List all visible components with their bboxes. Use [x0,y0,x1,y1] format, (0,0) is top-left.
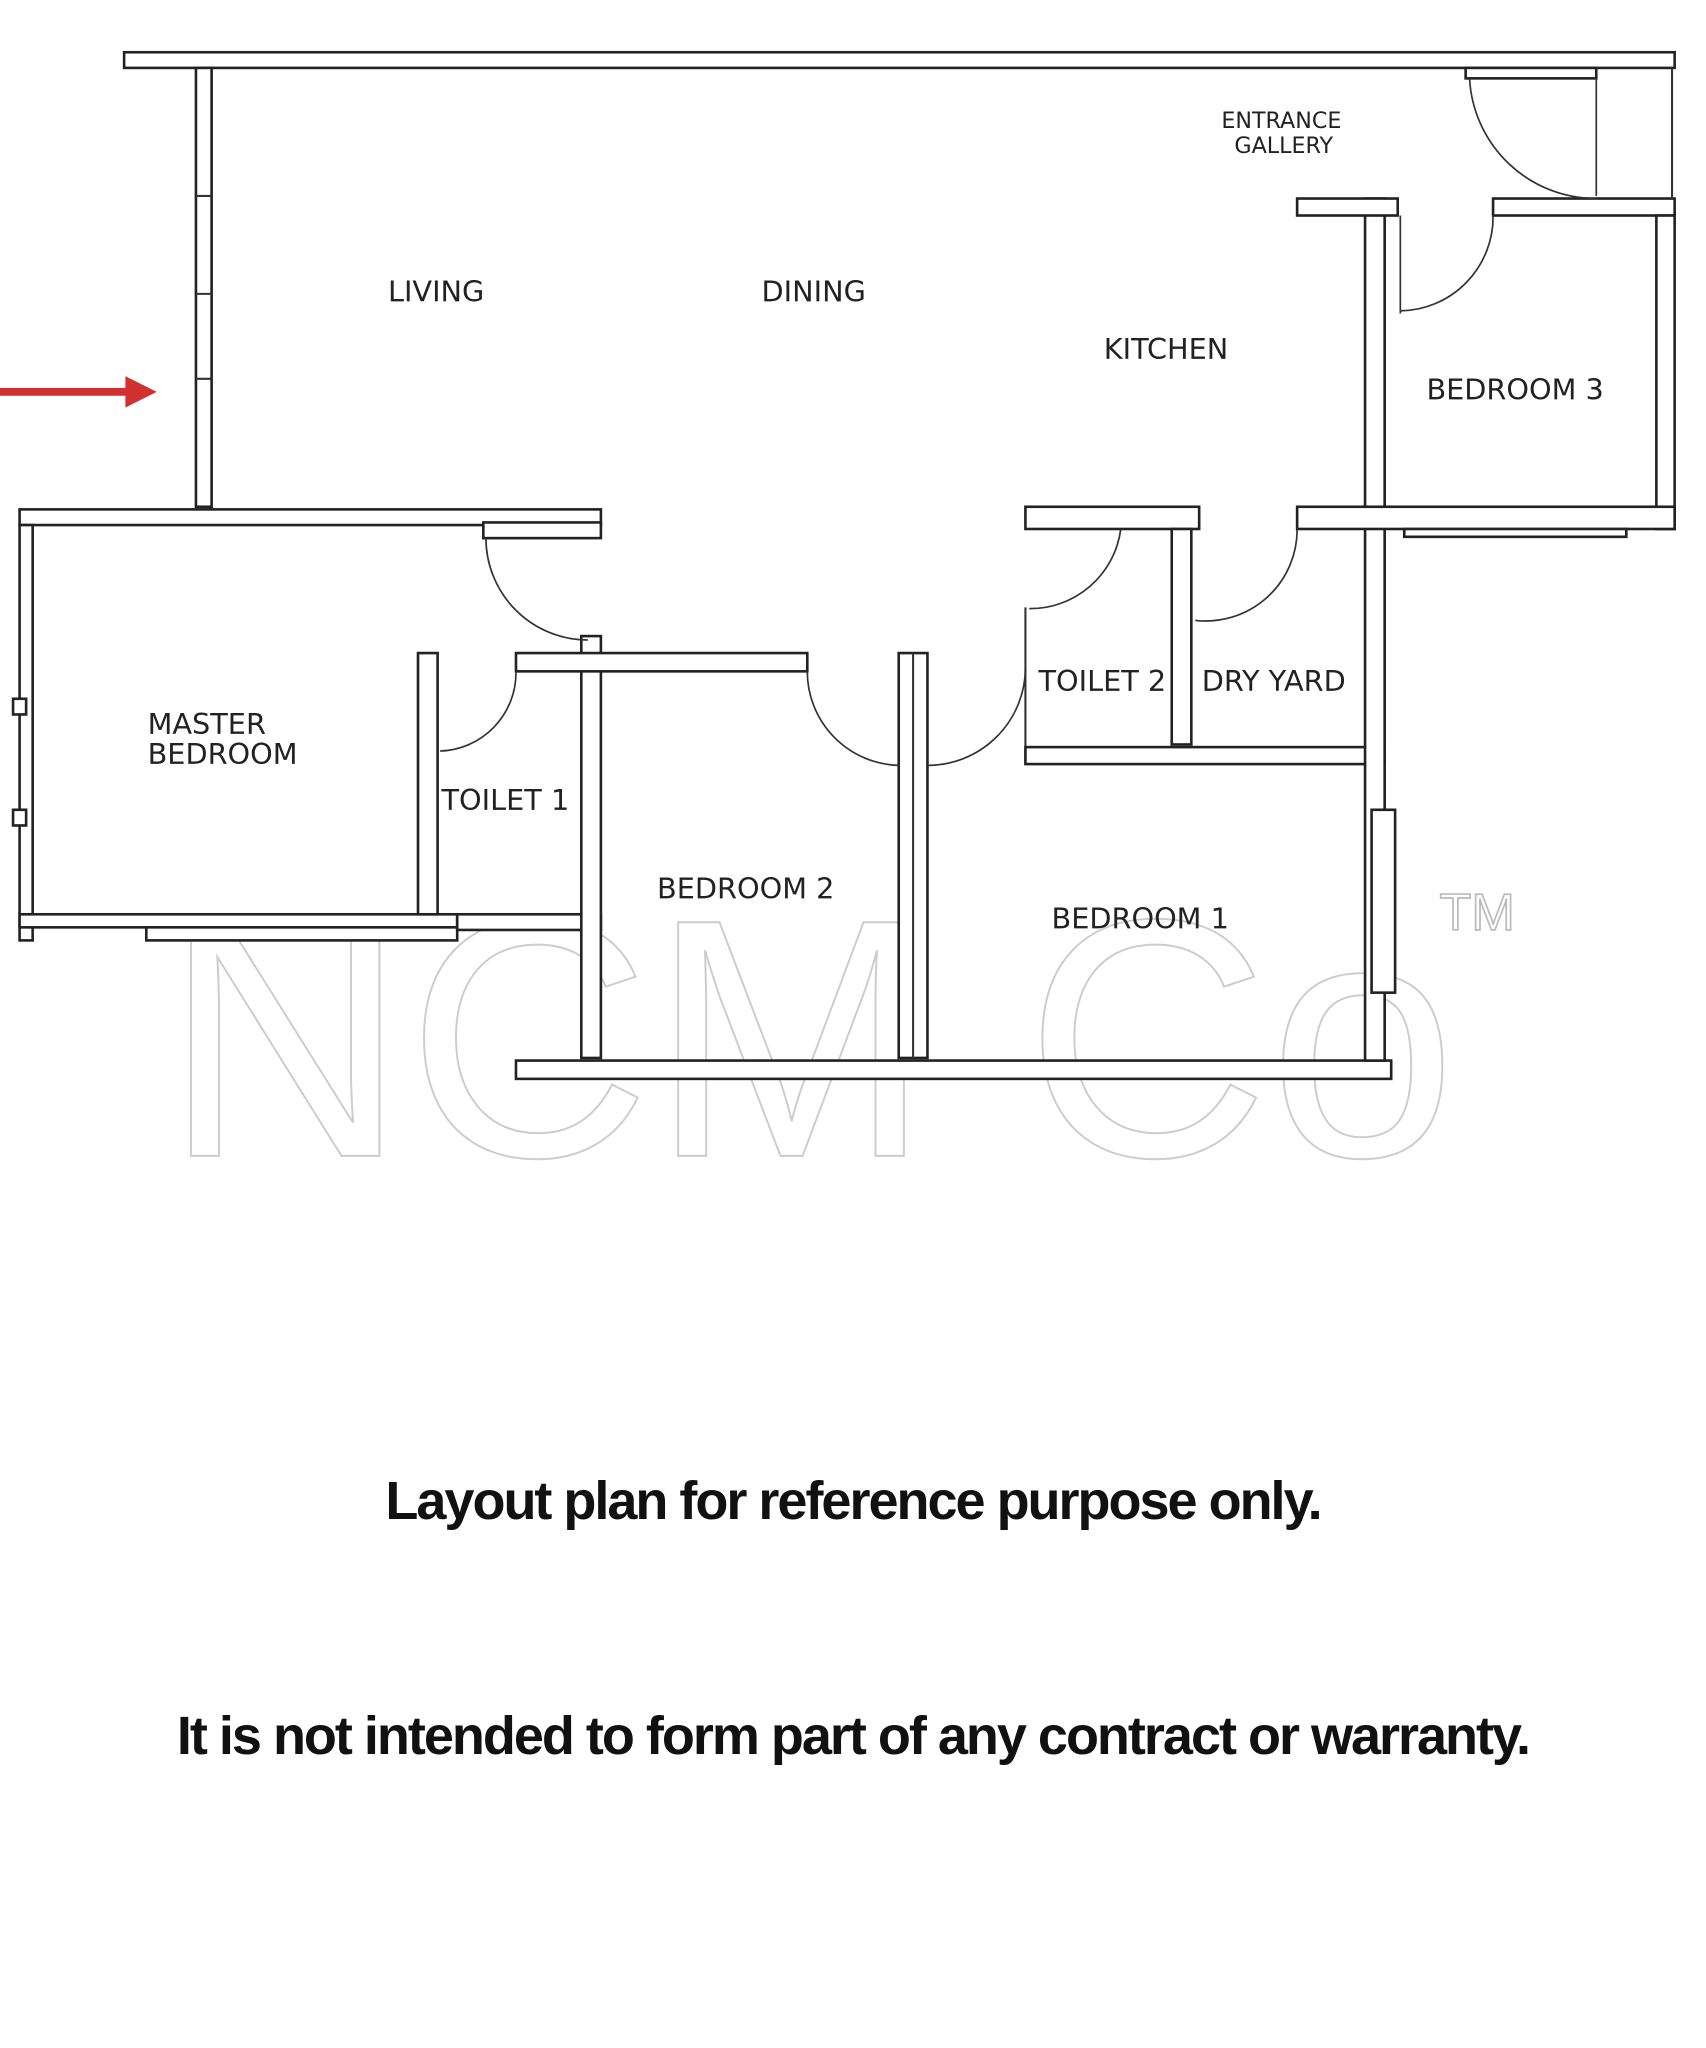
walls [11,50,1676,1081]
label-toilet-1: TOILET 1 [441,783,570,817]
label-bedroom-2: BEDROOM 2 [657,872,834,906]
door-swings [440,78,1598,767]
entrance-arrow-icon [0,376,157,408]
label-master: MASTER [148,707,266,741]
label-bedroom-1: BEDROOM 1 [1052,902,1229,936]
label-toilet-2: TOILET 2 [1037,664,1166,698]
label-dining: DINING [762,275,866,309]
label-dry-yard: DRY YARD [1202,664,1346,698]
label-gallery: GALLERY [1234,133,1333,159]
label-entrance: ENTRANCE [1221,108,1341,134]
label-bedroom-3: BEDROOM 3 [1426,373,1603,407]
label-kitchen: KITCHEN [1104,332,1228,366]
watermark-tm: TM [1440,884,1515,942]
watermark-text: NCM Co [163,849,1456,1228]
disclaimer-line-2: It is not intended to form part of any c… [176,1706,1531,1766]
label-living: LIVING [388,275,484,309]
label-master-bedroom: BEDROOM [148,737,298,771]
disclaimer-line-1: Layout plan for reference purpose only. [385,1471,1322,1531]
